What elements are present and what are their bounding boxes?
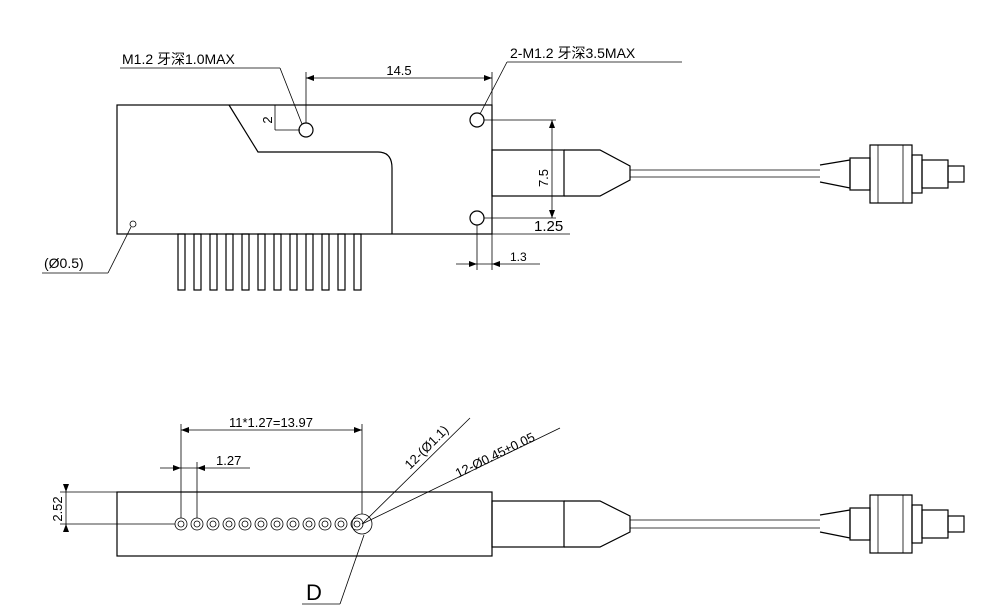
callout-hole-label: (Ø0.5) [44, 255, 84, 271]
fiber-connector-side [819, 494, 965, 554]
dim-14-5-label: 14.5 [386, 63, 411, 78]
dim-1-25: 1.25 [477, 218, 570, 235]
small-hole [129, 220, 137, 228]
dim-pitch: 1.27 [160, 453, 250, 518]
fiber-boot-top [491, 149, 820, 197]
detail-d-label: D [306, 580, 322, 605]
dim-2-52: 2.52 [50, 484, 175, 532]
fiber-connector-top [819, 144, 965, 204]
callout-2m12: 2-M1.2 牙深3.5MAX [479, 45, 682, 115]
dim-2: 2 [260, 105, 300, 131]
fiber-boot-side [491, 500, 820, 548]
dim-1-3-label: 1.3 [510, 250, 527, 264]
callout-pin-dia: 12-Ø0.45±0.05 [361, 427, 561, 525]
inner-profile [228, 104, 393, 234]
callout-m12-label: M1.2 牙深1.0MAX [122, 51, 235, 67]
side-view: 11*1.27=13.97 1.27 2.52 12-(Ø1.1) 1 [50, 415, 965, 605]
dim-pitch-total: 11*1.27=13.97 [180, 415, 363, 518]
callout-2m12-label: 2-M1.2 牙深3.5MAX [510, 45, 636, 61]
callout-pin-hole-label: 12-(Ø1.1) [402, 422, 452, 472]
callout-hole: (Ø0.5) [42, 226, 132, 274]
dim-7-5-label: 7.5 [536, 169, 551, 187]
dim-1-3: 1.3 [456, 225, 540, 270]
pin-row-top [177, 233, 362, 291]
dim-14-5: 14.5 [305, 63, 493, 123]
callout-pin-dia-label: 12-Ø0.45±0.05 [453, 429, 537, 480]
mounting-hole-bottom [469, 210, 485, 226]
dim-2-52-label: 2.52 [50, 496, 65, 521]
dim-pitch-label: 1.27 [216, 453, 241, 468]
dim-7-5: 7.5 [484, 119, 556, 219]
top-view: 14.5 2 M1.2 牙深1.0MAX 2-M1.2 牙深3.5MAX [42, 45, 965, 291]
callout-m12: M1.2 牙深1.0MAX [120, 51, 303, 125]
detail-d: D [302, 534, 365, 605]
dim-pitch-total-label: 11*1.27=13.97 [229, 415, 313, 430]
mounting-hole-top [469, 112, 485, 128]
dim-1-25-label: 1.25 [534, 218, 563, 235]
module-body [116, 104, 493, 235]
dim-2-label: 2 [260, 116, 275, 123]
pin-circles [174, 513, 373, 535]
m12-hole [298, 122, 314, 138]
